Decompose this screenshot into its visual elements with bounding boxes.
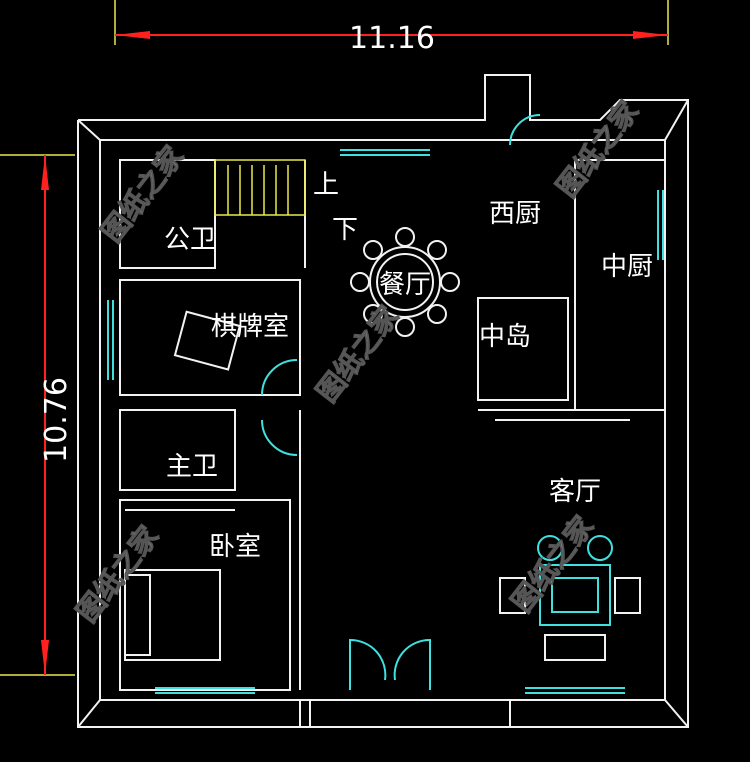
room-label-chess-room: 棋牌室 — [211, 312, 289, 342]
exterior-walls — [77, 74, 689, 728]
height-dimension-label: 10.76 — [39, 377, 74, 463]
dimension-width — [114, 0, 669, 45]
doors — [261, 114, 541, 690]
width-dimension-label: 11.16 — [349, 21, 435, 56]
staircase[interactable] — [214, 159, 306, 216]
chess-table — [173, 310, 241, 371]
stairs-up-label: 上 — [313, 170, 339, 200]
dining-table — [350, 227, 460, 337]
room-label-bedroom: 卧室 — [209, 532, 261, 562]
interior-walls — [119, 159, 666, 691]
watermark: 图纸之家 — [310, 300, 405, 409]
watermark: 图纸之家 — [550, 95, 645, 204]
room-label-dining: 餐厅 — [379, 270, 431, 300]
room-label-master-bath: 主卫 — [166, 452, 218, 482]
stairs-down-label: 下 — [332, 215, 358, 245]
bed — [124, 509, 235, 661]
room-label-public-bath: 公卫 — [164, 225, 216, 255]
dimension-height — [0, 154, 75, 676]
sofa-set — [499, 535, 641, 661]
room-label-western-kitchen: 西厨 — [489, 199, 541, 229]
room-label-chinese-kitchen: 中厨 — [601, 252, 653, 282]
room-label-island: 中岛 — [479, 322, 531, 352]
room-label-living-room: 客厅 — [549, 477, 601, 507]
